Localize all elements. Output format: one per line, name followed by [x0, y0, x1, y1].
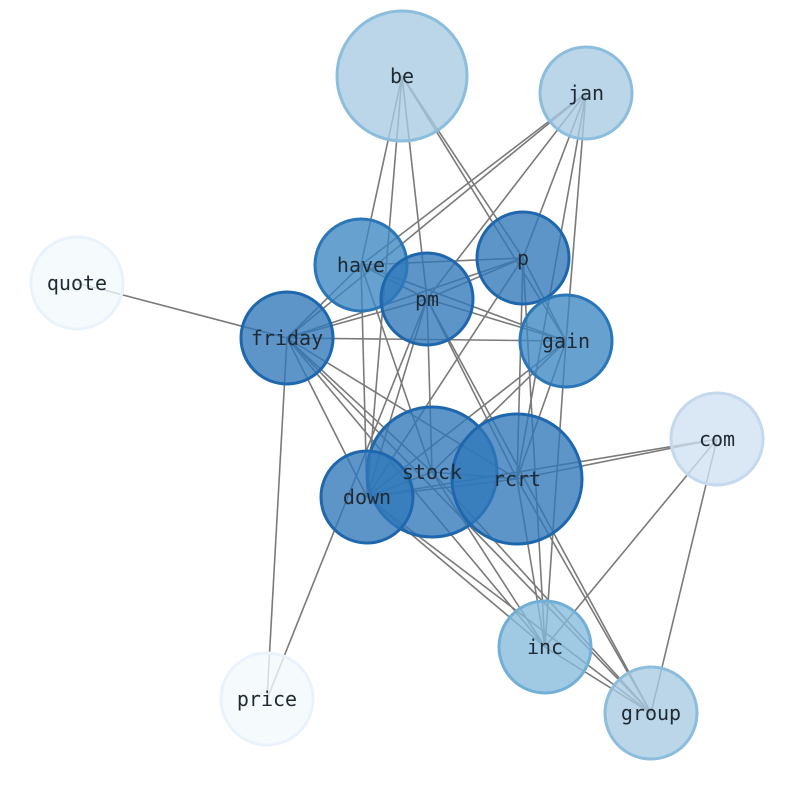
node-label-pm: pm	[415, 287, 439, 311]
node-label-jan: jan	[568, 81, 604, 105]
node-price	[219, 651, 315, 747]
node-label-quote: quote	[47, 271, 107, 295]
node-label-group: group	[621, 701, 681, 725]
node-label-friday: friday	[251, 326, 323, 350]
node-layer	[29, 9, 765, 761]
edge-layer	[76, 75, 718, 714]
node-label-rcrt: rcrt	[493, 467, 541, 491]
node-label-be: be	[390, 64, 414, 88]
node-group	[603, 665, 699, 761]
node-label-have: have	[337, 253, 385, 277]
node-label-inc: inc	[527, 635, 563, 659]
node-com	[669, 391, 765, 487]
node-label-down: down	[343, 485, 391, 509]
node-pm	[379, 251, 475, 347]
node-label-stock: stock	[402, 460, 462, 484]
label-layer: be jan quote have p pm friday gain com stock rcrt d…	[47, 64, 735, 725]
node-down	[319, 449, 415, 545]
node-rcrt	[450, 412, 584, 546]
node-label-p: p	[517, 246, 529, 270]
node-be	[335, 9, 469, 143]
edge-friday-price	[266, 337, 288, 700]
node-label-price: price	[237, 687, 297, 711]
node-p	[475, 210, 571, 306]
node-label-gain: gain	[542, 329, 590, 353]
node-jan	[538, 45, 634, 141]
node-label-com: com	[699, 427, 735, 451]
node-quote	[29, 235, 125, 331]
node-inc	[497, 599, 593, 695]
node-friday	[239, 290, 335, 386]
node-gain	[518, 293, 614, 389]
